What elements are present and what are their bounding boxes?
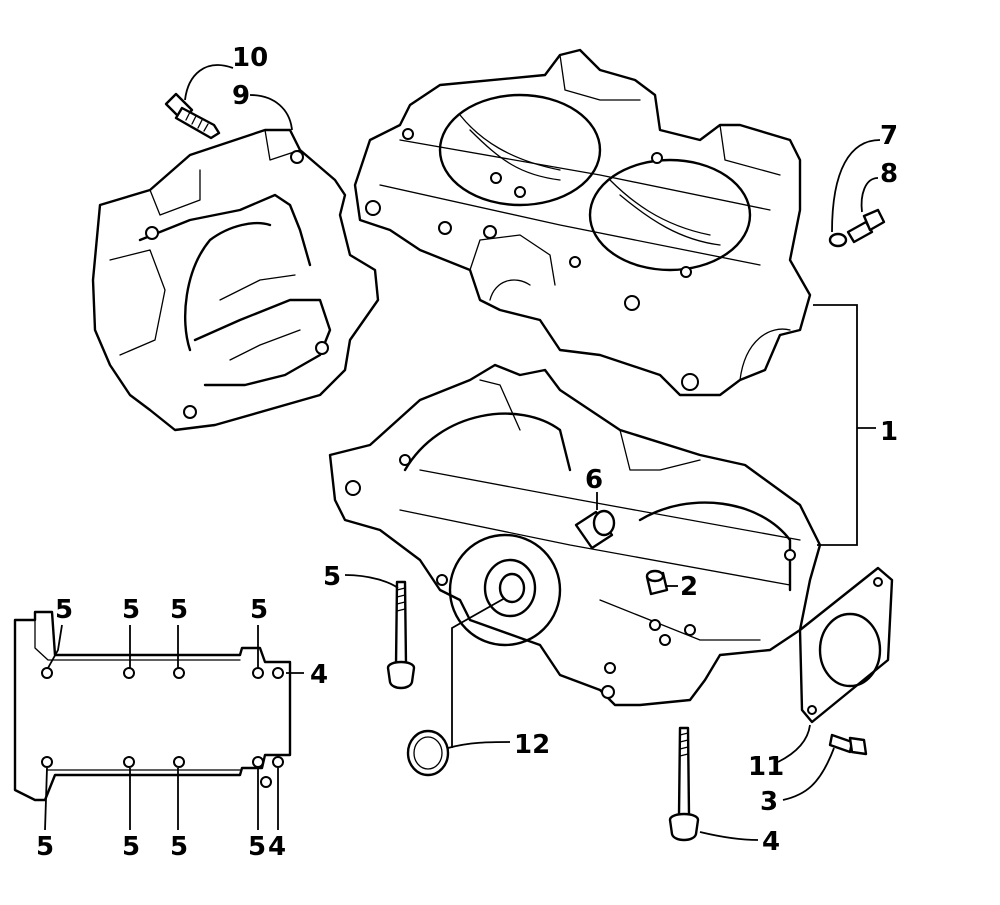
upper-crankcase — [353, 48, 812, 397]
callout-5: 5 — [323, 562, 341, 592]
inset-callout-5-top-4: 5 — [250, 595, 268, 625]
washer-part-7 — [828, 232, 848, 248]
inset-callout-5-bottom-2: 5 — [122, 832, 140, 862]
callout-8: 8 — [880, 159, 898, 189]
fan-housing-part-9 — [91, 128, 380, 432]
lower-crankcase — [328, 363, 822, 707]
inset-callout-5-bottom-4: 5 — [248, 832, 266, 862]
leader-lines — [44, 64, 881, 841]
callout-11: 11 — [748, 752, 784, 782]
inset-callout-5-top-3: 5 — [170, 595, 188, 625]
gasket-inset-part-4 — [13, 610, 292, 802]
callout-7: 7 — [880, 121, 898, 151]
callout-12: 12 — [514, 730, 550, 760]
callout-3: 3 — [760, 787, 778, 817]
bolt-part-3 — [828, 733, 868, 756]
callout-6: 6 — [585, 465, 603, 495]
sleeve-part-6 — [574, 509, 616, 550]
callout-4-bolt: 4 — [762, 827, 780, 857]
callout-4-inset-bottom: 4 — [268, 832, 286, 862]
bolt-part-8 — [846, 208, 886, 244]
inset-callout-5-bottom-1: 5 — [36, 832, 54, 862]
snap-ring-part-12 — [406, 729, 450, 777]
inset-callout-5-bottom-3: 5 — [170, 832, 188, 862]
bolt-part-10 — [164, 92, 221, 140]
callout-2: 2 — [680, 572, 698, 602]
callout-1: 1 — [880, 417, 898, 447]
bolt-part-5 — [386, 580, 416, 690]
callout-9: 9 — [232, 81, 250, 111]
callout-4-inset-top: 4 — [310, 660, 328, 690]
dowel-pin-part-2 — [645, 569, 669, 596]
callout-labels: 10 9 7 8 1 6 2 5 12 11 3 4 4 4 5 5 5 5 5… — [36, 43, 898, 862]
bolt-part-4 — [668, 726, 700, 842]
inset-callout-5-top-2: 5 — [122, 595, 140, 625]
callout-10: 10 — [232, 43, 268, 73]
plate-part-11 — [798, 566, 894, 724]
inset-callout-5-top-1: 5 — [55, 595, 73, 625]
